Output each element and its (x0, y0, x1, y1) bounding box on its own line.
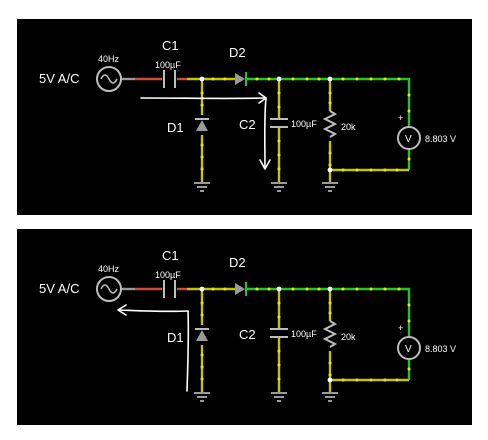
current-dots (200, 77, 411, 172)
circuit-panel-bottom: 5V A/C 40Hz C1 100µF D2 D1 C2 100µF 20k … (17, 229, 472, 425)
resistor-value: 20k (341, 122, 356, 132)
source-label: 5V A/C (39, 281, 79, 296)
capacitor-c1-icon (163, 280, 176, 298)
voltmeter-reading: 8.803 V (425, 134, 456, 144)
node-resistor (327, 286, 333, 292)
voltmeter-plus: + (398, 113, 403, 123)
node-return (327, 377, 333, 383)
capacitor-c2-icon (270, 328, 288, 338)
ground-d1-icon (194, 392, 210, 402)
ac-source-icon (96, 66, 122, 92)
diode-d1-icon (196, 120, 208, 131)
d1-label: D1 (167, 330, 184, 345)
ac-source-icon (96, 276, 122, 302)
c2-label: C2 (239, 327, 256, 342)
ground-c2-icon (271, 182, 287, 192)
diode-d2-icon (235, 283, 245, 295)
resistor-icon (322, 320, 338, 348)
sine-wave-icon (100, 74, 118, 84)
ground-c2-icon (271, 392, 287, 402)
source-frequency: 40Hz (98, 264, 120, 274)
d2-label: D2 (229, 255, 246, 270)
node-return (327, 167, 333, 173)
c1-label: C1 (162, 38, 179, 53)
c2-label: C2 (239, 117, 256, 132)
voltmeter-plus: + (398, 323, 403, 333)
node-d1 (199, 286, 205, 292)
circuit-panel-top: 5V A/C 40Hz C1 100µF D2 D1 C2 100µF 20k … (17, 19, 472, 215)
current-dots (200, 287, 411, 382)
annotation-arrow-up (186, 310, 190, 392)
c1-value: 100µF (155, 270, 181, 280)
ground-resistor-icon (322, 182, 338, 192)
resistor-icon (322, 110, 338, 138)
annotation-arrowhead-left (117, 304, 127, 316)
resistor-value: 20k (341, 332, 356, 342)
diode-d2-icon (235, 73, 245, 85)
annotation-arrowhead-down (259, 159, 271, 170)
d2-label: D2 (229, 45, 246, 60)
circuit-diagram-bottom: 5V A/C 40Hz C1 100µF D2 D1 C2 100µF 20k … (39, 248, 456, 402)
node-c2 (276, 286, 282, 292)
c2-value: 100µF (291, 119, 317, 129)
voltmeter-symbol: V (405, 134, 412, 145)
voltmeter-reading: 8.803 V (425, 344, 456, 354)
voltmeter-icon (397, 336, 421, 360)
node-d1 (199, 76, 205, 82)
c2-value: 100µF (291, 329, 317, 339)
circuit-diagram-top: 5V A/C 40Hz C1 100µF D2 D1 C2 100µF 20k … (39, 38, 456, 192)
voltmeter-icon (397, 126, 421, 150)
diode-d1-icon (196, 330, 208, 341)
ground-d1-icon (194, 182, 210, 192)
voltmeter-symbol: V (405, 344, 412, 355)
source-label: 5V A/C (39, 71, 79, 86)
node-resistor (327, 76, 333, 82)
annotation-arrow-left (118, 309, 189, 313)
annotation-arrow-down (263, 97, 267, 168)
c1-value: 100µF (155, 60, 181, 70)
c1-label: C1 (162, 248, 179, 263)
d1-label: D1 (167, 120, 184, 135)
capacitor-c1-icon (163, 70, 176, 88)
node-c2 (276, 76, 282, 82)
capacitor-c2-icon (270, 118, 288, 128)
ground-resistor-icon (322, 392, 338, 402)
sine-wave-icon (100, 284, 118, 294)
source-frequency: 40Hz (98, 54, 120, 64)
